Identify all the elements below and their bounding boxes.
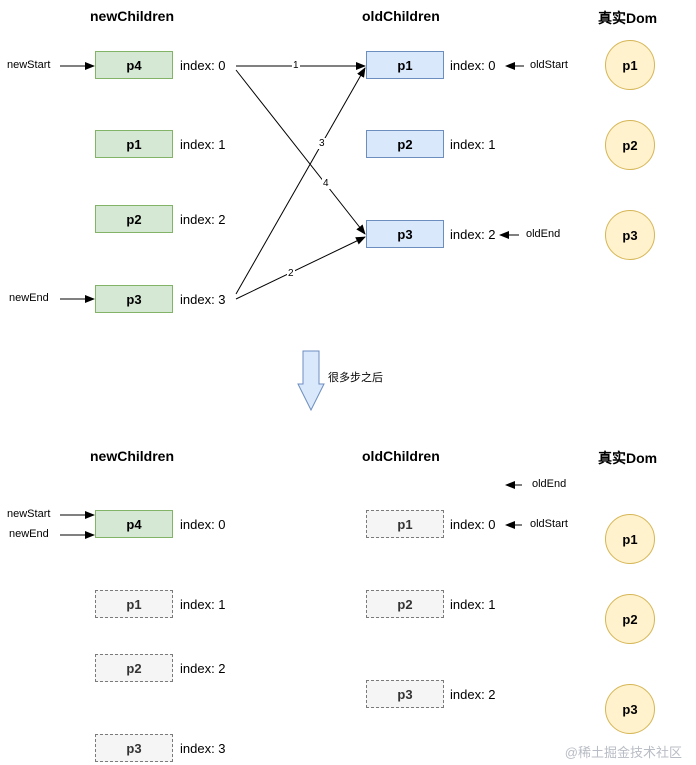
bottom-dom-node-p1: p1	[605, 514, 655, 564]
edge-label-2: 2	[287, 268, 295, 279]
bottom-old-index-2: index: 2	[450, 687, 496, 702]
bottom-old-end-label: oldEnd	[532, 478, 567, 490]
old-index-0: index: 0	[450, 58, 496, 73]
bottom-new-index-0: index: 0	[180, 517, 226, 532]
new-node-p4: p4	[95, 51, 173, 79]
edge-label-3: 3	[318, 138, 326, 149]
new-end-label: newEnd	[9, 292, 49, 304]
bottom-dom-node-p2: p2	[605, 594, 655, 644]
transition-arrow	[297, 350, 325, 412]
transition-label: 很多步之后	[328, 372, 383, 384]
old-index-1: index: 1	[450, 137, 496, 152]
old-node-p3: p3	[366, 220, 444, 248]
dom-node-p3: p3	[605, 210, 655, 260]
old-children-title: oldChildren	[362, 8, 440, 24]
bottom-old-node-p2: p2	[366, 590, 444, 618]
real-dom-title: 真实Dom	[598, 10, 658, 26]
old-start-label: oldStart	[530, 59, 568, 71]
bottom-real-dom-title: 真实Dom	[598, 450, 658, 466]
bottom-new-start-label: newStart	[7, 508, 51, 520]
new-start-label: newStart	[7, 59, 51, 71]
bottom-new-index-2: index: 2	[180, 661, 226, 676]
new-index-1: index: 1	[180, 137, 226, 152]
edge-label-4: 4	[322, 178, 330, 189]
bottom-old-node-p1: p1	[366, 510, 444, 538]
edge-2	[235, 236, 366, 300]
new-children-title: newChildren	[90, 8, 175, 24]
edge-4	[235, 69, 366, 235]
old-index-2: index: 2	[450, 227, 496, 242]
bottom-old-start-label: oldStart	[530, 518, 568, 530]
bottom-old-index-1: index: 1	[450, 597, 496, 612]
bottom-dom-node-p3: p3	[605, 684, 655, 734]
new-index-3: index: 3	[180, 292, 226, 307]
bottom-new-children-title: newChildren	[90, 448, 175, 464]
old-end-label: oldEnd	[526, 228, 561, 240]
new-node-p2: p2	[95, 205, 173, 233]
edge-3	[235, 67, 366, 295]
edge-label-1: 1	[292, 60, 300, 71]
old-node-p2: p2	[366, 130, 444, 158]
dom-node-p1: p1	[605, 40, 655, 90]
bottom-new-node-p4: p4	[95, 510, 173, 538]
new-index-2: index: 2	[180, 212, 226, 227]
bottom-new-node-p1: p1	[95, 590, 173, 618]
old-node-p1: p1	[366, 51, 444, 79]
bottom-new-index-1: index: 1	[180, 597, 226, 612]
bottom-new-node-p2: p2	[95, 654, 173, 682]
bottom-new-node-p3: p3	[95, 734, 173, 762]
dom-node-p2: p2	[605, 120, 655, 170]
new-node-p1: p1	[95, 130, 173, 158]
watermark: @稀土掘金技术社区	[564, 745, 682, 760]
bottom-old-node-p3: p3	[366, 680, 444, 708]
new-node-p3: p3	[95, 285, 173, 313]
bottom-old-index-0: index: 0	[450, 517, 496, 532]
bottom-new-index-3: index: 3	[180, 741, 226, 756]
bottom-new-end-label: newEnd	[9, 528, 49, 540]
new-index-0: index: 0	[180, 58, 226, 73]
bottom-old-children-title: oldChildren	[362, 448, 440, 464]
